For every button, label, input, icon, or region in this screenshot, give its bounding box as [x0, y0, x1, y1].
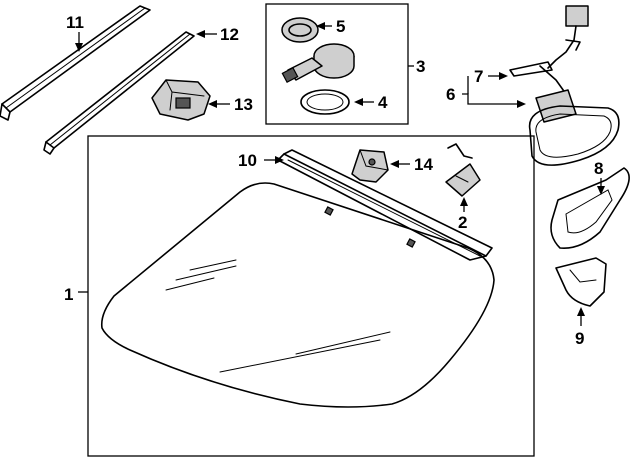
part-5-pad [281, 17, 319, 43]
callout-4: 4 [354, 93, 388, 112]
svg-text:9: 9 [575, 329, 584, 348]
callout-13: 13 [208, 95, 253, 114]
callout-1: 1 [64, 285, 88, 304]
callout-14: 14 [390, 155, 433, 174]
svg-text:4: 4 [378, 93, 388, 112]
svg-text:8: 8 [594, 159, 603, 178]
callout-6: 6 [446, 76, 526, 108]
callout-10: 10 [238, 151, 284, 170]
part-9-lower-cover [555, 257, 607, 307]
callout-11: 11 [66, 13, 84, 52]
svg-text:5: 5 [336, 17, 345, 36]
part-1-windshield [100, 182, 495, 408]
callout-7: 7 [474, 67, 508, 86]
part-4-ring [300, 89, 350, 115]
part-6-mirror [528, 89, 620, 166]
callout-12: 12 [196, 25, 239, 44]
svg-text:7: 7 [474, 67, 483, 86]
svg-text:14: 14 [414, 155, 433, 174]
svg-text:6: 6 [446, 85, 455, 104]
part-11-molding [0, 5, 151, 121]
part-3-sensor-kit-box [265, 3, 414, 125]
callout-2: 2 [458, 197, 468, 232]
callout-8: 8 [594, 159, 605, 195]
callout-5: 5 [316, 17, 345, 36]
part-7-harness [509, 5, 589, 95]
svg-text:3: 3 [416, 57, 425, 76]
part-14-clip [351, 149, 389, 183]
svg-text:1: 1 [64, 285, 73, 304]
part-10-strip [277, 149, 493, 261]
part-13-bracket [151, 79, 211, 121]
svg-text:12: 12 [220, 25, 239, 44]
part-2-bracket [445, 143, 481, 197]
callout-3: 3 [416, 57, 425, 76]
svg-text:2: 2 [458, 213, 467, 232]
svg-text:10: 10 [238, 151, 257, 170]
part-12-molding [43, 31, 195, 155]
svg-text:13: 13 [234, 95, 253, 114]
callout-9: 9 [575, 307, 585, 348]
part-8-cover [550, 167, 630, 249]
svg-text:11: 11 [66, 13, 84, 32]
part-3-sensor [281, 43, 355, 84]
windshield-box [87, 135, 535, 457]
